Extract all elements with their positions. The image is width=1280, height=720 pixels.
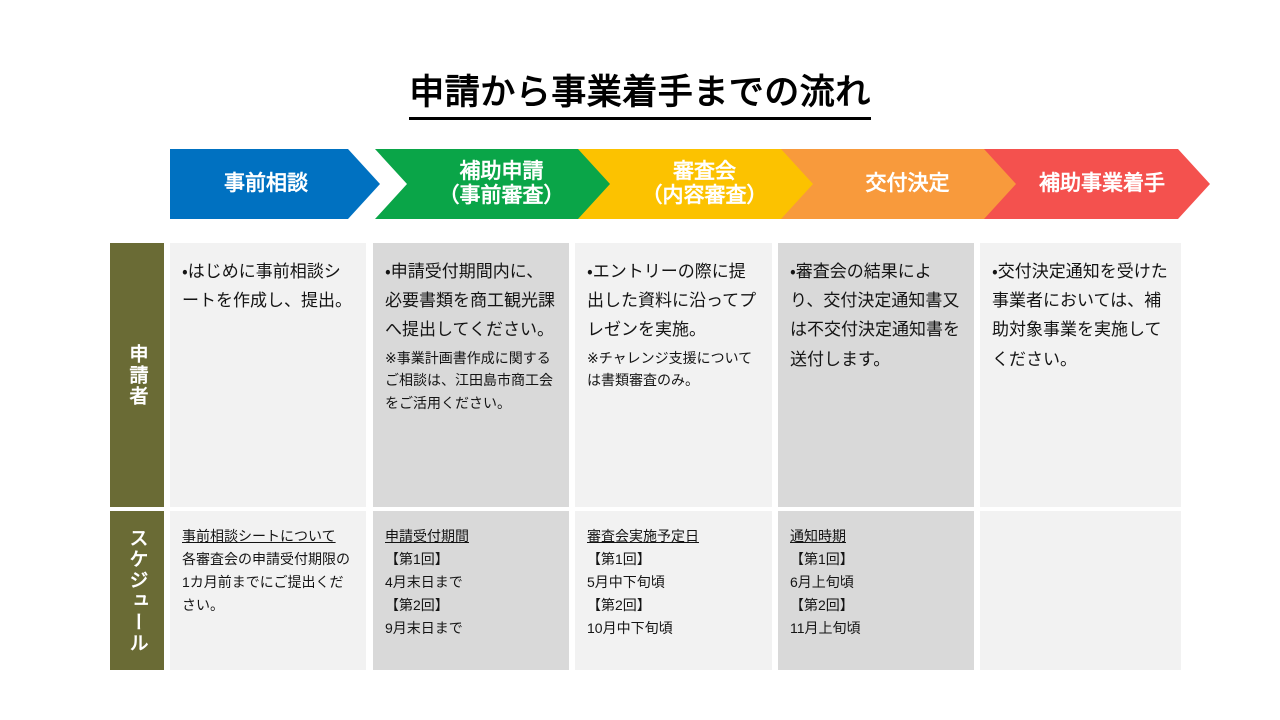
cell-applicant-step4: ・審査会の結果により、交付決定通知書又は不交付決定通知書を送付します。	[778, 243, 974, 507]
cell-schedule-step1: 事前相談シートについて 各審査会の申請受付期限の1カ月前までにご提出ください。	[170, 511, 366, 670]
cell-schedule-step4-body: 【第1回】 6月上旬頃 【第2回】 11月上旬頃	[790, 551, 861, 636]
process-step-5-label: 補助事業着手	[1039, 172, 1165, 196]
cell-schedule-step4: 通知時期 【第1回】 6月上旬頃 【第2回】 11月上旬頃	[778, 511, 974, 670]
process-step-2-label: 補助申請 （事前審査）	[438, 160, 565, 207]
process-step-2-hojo-shinsei[interactable]: 補助申請 （事前審査）	[375, 149, 618, 219]
cell-schedule-step1-body: 各審査会の申請受付期限の1カ月前までにご提出ください。	[182, 551, 350, 614]
process-step-1-label: 事前相談	[224, 172, 308, 196]
cell-schedule-step2-heading: 申請受付期間	[385, 528, 469, 544]
cell-applicant-step2: ・申請受付期間内に、必要書類を商工観光課へ提出してください。 ※事業計画書作成に…	[373, 243, 569, 507]
cell-applicant-step2-body: ・申請受付期間内に、必要書類を商工観光課へ提出してください。	[385, 262, 555, 340]
cell-applicant-step3-note: ※チャレンジ支援については書類審査のみ。	[587, 349, 753, 389]
cell-applicant-step3-body: ・エントリーの際に提出した資料に沿ってプレゼンを実施。	[587, 262, 757, 340]
cell-schedule-step1-heading: 事前相談シートについて	[182, 528, 336, 544]
process-step-4-label: 交付決定	[865, 172, 950, 196]
cell-schedule-step4-heading: 通知時期	[790, 528, 846, 544]
process-step-5-hojo-jigyo-chakushu[interactable]: 補助事業着手	[984, 149, 1210, 219]
cell-schedule-step5	[980, 511, 1181, 670]
cell-schedule-step2-body: 【第1回】 4月末日まで 【第2回】 9月末日まで	[385, 551, 463, 636]
cell-applicant-step4-body: ・審査会の結果により、交付決定通知書又は不交付決定通知書を送付します。	[790, 262, 960, 369]
page-title: 申請から事業着手までの流れ	[0, 64, 1280, 120]
cell-applicant-step3: ・エントリーの際に提出した資料に沿ってプレゼンを実施。 ※チャレンジ支援について…	[575, 243, 772, 507]
process-step-4-kofu-kettei[interactable]: 交付決定	[781, 149, 1024, 219]
cell-applicant-step1: ・はじめに事前相談シートを作成し、提出。	[170, 243, 366, 507]
cell-schedule-step2: 申請受付期間 【第1回】 4月末日まで 【第2回】 9月末日まで	[373, 511, 569, 670]
cell-applicant-step2-note: ※事業計画書作成に関するご相談は、江田島市商工会をご活用ください。	[385, 349, 553, 412]
cell-applicant-step5-body: ・交付決定通知を受けた事業者においては、補助対象事業を実施してください。	[992, 262, 1168, 369]
row-label-applicant: 申請者	[110, 243, 164, 507]
process-step-1-jizen-sodan[interactable]: 事前相談	[170, 149, 380, 219]
row-label-schedule: スケジュール	[110, 511, 164, 670]
cell-schedule-step3-heading: 審査会実施予定日	[587, 528, 699, 544]
cell-applicant-step5: ・交付決定通知を受けた事業者においては、補助対象事業を実施してください。	[980, 243, 1181, 507]
cell-schedule-step3: 審査会実施予定日 【第1回】 5月中下旬頃 【第2回】 10月中下旬頃	[575, 511, 772, 670]
process-arrow-band: 事前相談 補助申請 （事前審査） 審査会 （内容審査） 交付決定 補助事業着手	[170, 149, 1210, 219]
cell-schedule-step3-body: 【第1回】 5月中下旬頃 【第2回】 10月中下旬頃	[587, 551, 673, 636]
page-title-text: 申請から事業着手までの流れ	[409, 64, 871, 120]
process-step-3-shinsakai[interactable]: 審査会 （内容審査）	[578, 149, 821, 219]
process-step-3-label: 審査会 （内容審査）	[641, 160, 768, 207]
cell-applicant-step1-body: ・はじめに事前相談シートを作成し、提出。	[182, 262, 352, 311]
